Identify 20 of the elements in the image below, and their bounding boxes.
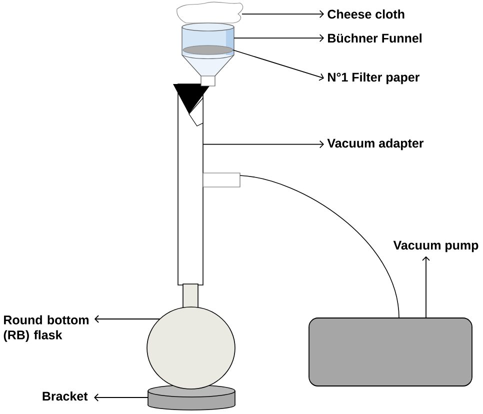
leader-arrow: [234, 34, 324, 42]
part-label: N°1 Filter paper: [328, 72, 420, 84]
round-bottom-flask: [146, 284, 236, 390]
leader-arrow: [94, 315, 160, 323]
part-label: Round bottom (RB) flask: [4, 315, 89, 342]
leader-arrow: [242, 10, 324, 18]
part-label: Büchner Funnel: [328, 33, 422, 43]
leader-arrow: [94, 394, 148, 402]
part-label: Cheese cloth: [328, 9, 404, 19]
filter-paper: [182, 45, 234, 55]
vacuum-tubing: [240, 175, 400, 318]
leader-arrow: [202, 140, 324, 148]
leader-arrow: [422, 256, 430, 318]
part-label: Vacuum adapter: [327, 138, 424, 150]
part-label: Vacuum pump: [393, 240, 478, 252]
vacuum-pump: [308, 318, 472, 386]
leader-arrow: [232, 50, 324, 81]
bracket-disc: [148, 384, 236, 410]
cheese-cloth: [176, 2, 244, 24]
part-label: Bracket: [42, 391, 88, 401]
